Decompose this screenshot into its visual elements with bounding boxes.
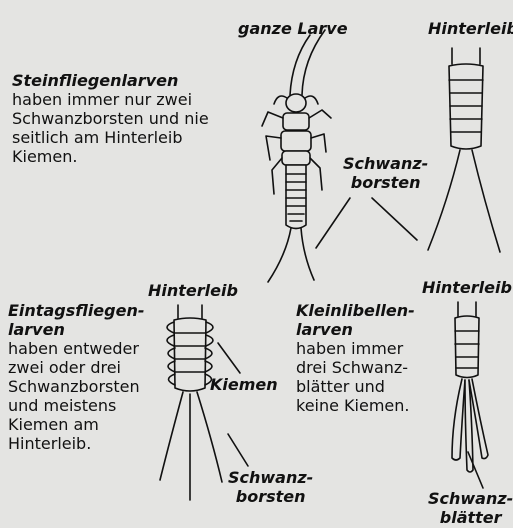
label-kiemen: Kiemen bbox=[210, 375, 278, 394]
damselfly-abdomen-drawing bbox=[452, 302, 488, 472]
pointer-line bbox=[372, 198, 417, 240]
steinfliegen-title: Steinfliegenlarven bbox=[12, 71, 178, 90]
steinfliegen-body: haben immer nur zwei Schwanzborsten und … bbox=[12, 90, 209, 166]
label-schwanzborsten-bottom: Schwanz- borsten bbox=[228, 468, 313, 506]
eintagsfliegen-title: Eintagsfliegen- larven bbox=[8, 301, 145, 339]
label-ganze-larve: ganze Larve bbox=[238, 19, 348, 38]
label-hinterleib-mid: Hinterleib bbox=[148, 281, 238, 300]
mayfly-abdomen-drawing bbox=[160, 305, 222, 500]
stonefly-abdomen-drawing bbox=[428, 48, 500, 252]
label-hinterleib-right: Hinterleib bbox=[422, 278, 512, 297]
pointer-line bbox=[218, 343, 240, 373]
eintagsfliegen-body: haben entweder zwei oder drei Schwanzbor… bbox=[8, 339, 140, 453]
stonefly-larva-drawing bbox=[262, 30, 331, 282]
pointer-line bbox=[228, 434, 248, 466]
label-hinterleib-top: Hinterleib bbox=[428, 19, 513, 38]
pointer-line bbox=[316, 198, 350, 248]
label-schwanzborsten-top: Schwanz- borsten bbox=[343, 154, 428, 192]
kleinlibellen-body: haben immer drei Schwanz- blätter und ke… bbox=[296, 339, 410, 415]
kleinlibellen-title: Kleinlibellen- larven bbox=[296, 301, 415, 339]
label-schwanzblaetter: Schwanz- blätter bbox=[428, 489, 513, 527]
